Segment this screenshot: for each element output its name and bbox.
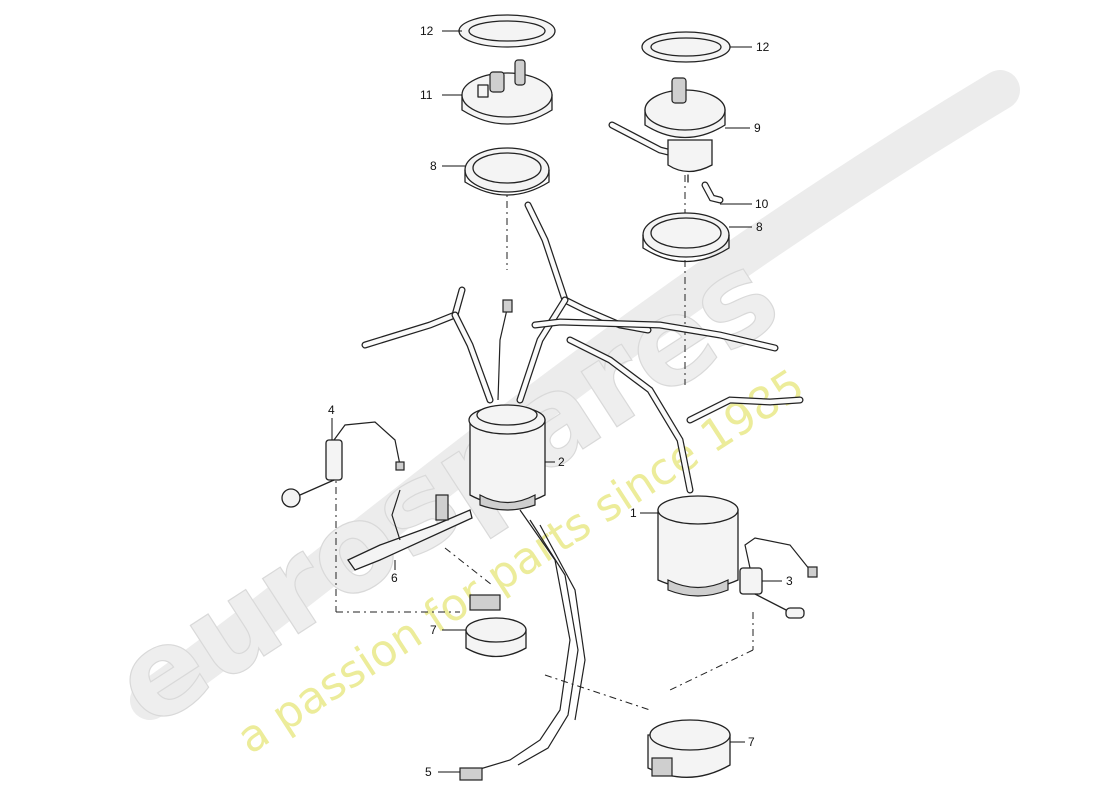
callout-4: 4 [328,403,335,417]
callout-7-left: 7 [430,623,437,637]
level-sender-4 [281,421,405,508]
wiring-bracket-6 [347,489,473,571]
callout-11: 11 [420,88,433,102]
level-sender-3 [739,537,818,619]
sender-flange-left [461,59,553,125]
callout-9: 9 [754,121,761,135]
callout-8-left: 8 [430,159,437,173]
fuel-pump-1 [657,495,739,597]
callout-2: 2 [558,455,565,469]
clamp-right [647,719,731,778]
callout-5: 5 [425,765,432,779]
callout-leaders [331,30,782,773]
callout-10: 10 [755,197,769,211]
callout-12-right: 12 [756,40,770,54]
fuel-filter-flange-right [608,77,726,183]
wiring-harness-5 [459,509,586,781]
seal-right [642,212,730,263]
callout-6: 6 [391,571,398,585]
callout-7-right: 7 [748,735,755,749]
callout-12-left: 12 [420,24,434,38]
callout-labels: 12 11 8 12 9 10 8 4 2 1 6 3 7 7 5 [328,24,793,779]
elbow-connector [701,181,724,204]
seal-left [464,147,550,196]
callout-3: 3 [786,574,793,588]
retaining-ring-left [458,14,556,48]
fuel-pump-2 [468,404,546,511]
clamp-left [465,594,527,658]
fuel-lines [361,201,804,494]
callout-1: 1 [630,506,637,520]
watermark-brand: eurospares [90,225,802,755]
callout-8-right: 8 [756,220,763,234]
retaining-ring-right [641,31,731,63]
